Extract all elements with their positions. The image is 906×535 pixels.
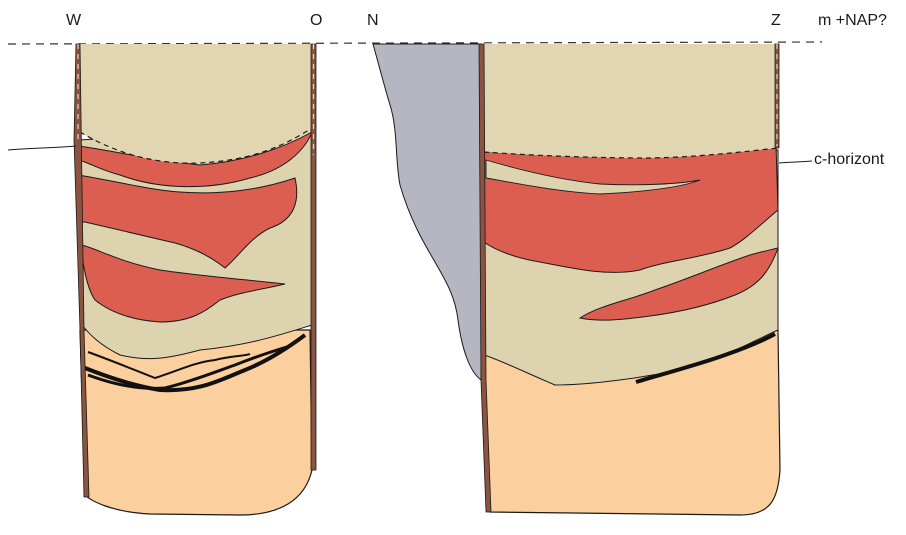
topsoil-left bbox=[78, 44, 312, 163]
label-elevation-unit: m +NAP? bbox=[818, 12, 887, 29]
profile-north-south bbox=[373, 44, 812, 515]
label-east: O bbox=[310, 12, 322, 29]
label-west: W bbox=[66, 12, 82, 29]
profile-west-east bbox=[8, 44, 316, 515]
topsoil-right bbox=[483, 44, 778, 158]
horizon-tick-left bbox=[8, 146, 76, 150]
label-south: Z bbox=[771, 12, 781, 29]
horizon-tick-right bbox=[779, 161, 812, 163]
label-c-horizon: c-horizont bbox=[814, 151, 885, 168]
label-north: N bbox=[367, 12, 379, 29]
peat-wedge bbox=[373, 44, 481, 380]
subsoil-layer-left bbox=[80, 330, 312, 515]
